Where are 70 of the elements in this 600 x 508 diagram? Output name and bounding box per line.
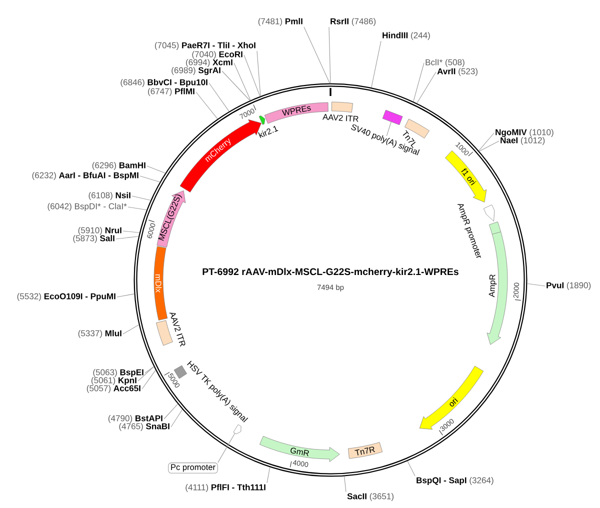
- site-label: BspQI - SapI (3264): [416, 477, 494, 485]
- label-box: Pc promoter: [168, 462, 218, 474]
- site-label: (6042) BspDI* - ClaI*: [48, 203, 127, 211]
- leader-line: [234, 62, 251, 100]
- site-label: (7040) EcoRI: [192, 51, 242, 59]
- site-label: (4790) BstAPI: [108, 415, 162, 423]
- site-label: (5063) BspEI: [93, 369, 144, 377]
- leader-line: [142, 370, 156, 390]
- site-label: (7045) PaeR7I - TliI - XhoI: [154, 42, 256, 50]
- leader-line: [140, 176, 160, 182]
- feature-box: [382, 110, 403, 126]
- site-label: SacII (3651): [347, 493, 394, 501]
- leader-line: [266, 467, 270, 484]
- site-label: (4111) PflFI - Tth111I: [186, 484, 266, 492]
- leader-line: [304, 26, 330, 84]
- leader-line: [222, 70, 250, 101]
- map-title: PT-6992 rAAV-mDlx-MSCL-G22S-mcherry-kir2.1-WPREs: [202, 268, 458, 278]
- leader-line: [144, 366, 154, 374]
- leader-line: [116, 294, 134, 298]
- leader-line: [416, 72, 436, 104]
- leader-line: [196, 92, 218, 120]
- leader-line: [132, 196, 151, 201]
- site-label: NaeI (1012): [500, 137, 545, 145]
- site-label: (6232) AarI - BfuAI - BspMI: [32, 172, 138, 180]
- leader-line: [116, 236, 139, 240]
- site-label: RsrII (7486): [330, 18, 376, 26]
- leader-line: [122, 324, 140, 334]
- site-label: (7481) PmlI: [258, 18, 302, 26]
- leader-line: [208, 82, 230, 112]
- feature-segment: [233, 424, 242, 434]
- site-label: (6846) BbvCI - Bpu10I: [120, 79, 208, 87]
- leader-line: [328, 26, 331, 84]
- leader-line: [407, 460, 416, 476]
- leader-line: [256, 50, 261, 96]
- site-label: (5910) NruI: [78, 227, 122, 235]
- leader-line: [122, 230, 140, 233]
- site-label: (4765) SnaBI: [119, 423, 170, 431]
- feature-box: Tn7R: [348, 442, 383, 459]
- leader-line: [138, 366, 154, 382]
- site-label: (6989) SgrAI: [172, 67, 220, 75]
- site-label: (5873) SalI: [73, 235, 114, 243]
- leader-line: [386, 121, 392, 136]
- site-label: (5532) EcoO109I - PpuMI: [17, 293, 116, 301]
- feature-label: AmpR: [488, 274, 497, 298]
- leader-line: [164, 404, 178, 420]
- leader-line: [218, 432, 236, 463]
- site-label: (6747) PflMI: [148, 88, 194, 96]
- leader-line: [371, 40, 382, 88]
- site-label: BclI* (508): [426, 59, 464, 67]
- site-label: (6296) BamHI: [92, 162, 146, 170]
- feature-label: AAV2 ITR: [169, 312, 186, 347]
- feature-box: mDlx: [154, 246, 168, 320]
- site-label: (5337) MluI: [78, 330, 122, 338]
- site-label: NgoMIV (1010): [496, 129, 554, 137]
- site-label: (6108) NsiI: [88, 192, 130, 200]
- leader-line: [478, 132, 494, 151]
- leader-line: [479, 140, 500, 152]
- site-label: AvrII (523): [437, 68, 478, 76]
- site-label: HindIII (244): [382, 32, 430, 40]
- leader-line: [413, 62, 424, 102]
- site-label: (5057) Acc65I: [86, 385, 140, 393]
- site-label: PvuI (1890): [546, 282, 591, 290]
- leader-line: [344, 476, 346, 492]
- leader-line: [244, 54, 260, 96]
- leader-line: [527, 283, 546, 286]
- site-label: (5061) KpnI: [91, 377, 136, 385]
- leader-line: [170, 409, 183, 428]
- leader-line: [146, 166, 166, 174]
- site-label: (6994) XcmI: [186, 59, 232, 67]
- leader-line: [128, 206, 147, 210]
